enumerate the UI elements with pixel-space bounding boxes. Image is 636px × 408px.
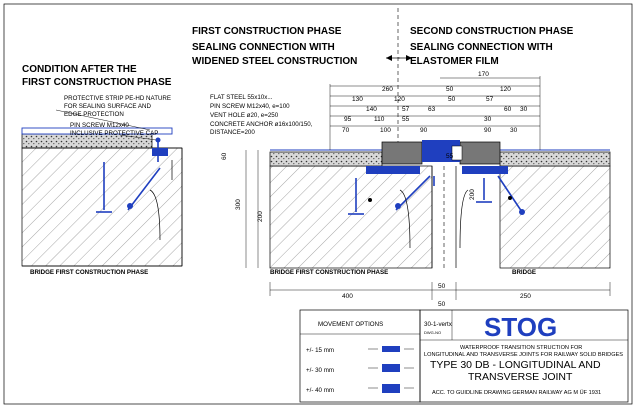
dim-top-17: 70 [342,127,350,134]
left-bridge-concrete [21,147,183,267]
gap-marker [451,145,463,161]
second-phase-arrowhead [406,55,412,61]
dim-top-15: 55 [402,116,410,123]
main-bridge-label: BRIDGE [512,269,536,276]
dim-top-18: 100 [380,127,391,134]
dim-top-3: 120 [500,86,511,93]
sealing-surface-label: FOR SEALING SURFACE AND [64,103,152,110]
dim-top-1: 260 [382,86,393,93]
main-anchor-diagonal-left [395,175,431,211]
dim-top-16: 30 [484,116,492,123]
movement-options-box: MOVEMENT OPTIONS +/- 15 mm +/- 30 mm +/-… [299,309,421,403]
drawing-code-sub: DWG-NO [424,330,441,335]
drawing-code: 30-1-vertx [424,321,453,328]
movement-option-15: +/- 15 mm [306,347,334,354]
main-left-bridge-concrete [269,165,433,269]
left-clamp-block [381,141,423,165]
dim-side-small-1: 55 [446,153,454,160]
dim-top-14: 95 [344,116,352,123]
vent-hole-label: VENT HOLE ø20, e=250 [210,112,279,119]
second-phase-title: SECOND CONSTRUCTION PHASE [410,26,574,37]
side-dimensions: 60 200 300 55 200 [221,150,476,268]
main-detail: BRIDGE FIRST CONSTRUCTION PHASE BRIDGE F… [210,94,611,276]
profile-icon-40 [382,384,400,393]
dim-side-small-0: 60 [221,152,228,160]
dim-top-21: 30 [510,127,518,134]
dim-top-20: 90 [484,127,492,134]
type-line-2: TRANSVERSE JOINT [468,371,573,383]
main-right-bridge-concrete [499,165,611,269]
sheet-frame [3,3,633,405]
dim-top-12: 30 [520,106,528,113]
pin-screw-spec-label: PIN SCREW M12x40, e=100 [210,103,290,110]
dim-top-0: 170 [478,71,489,78]
main-anchor-diagonal-right [497,175,523,213]
dim-bottom-3: 50 [438,301,446,308]
first-phase-title: FIRST CONSTRUCTION PHASE [192,26,342,37]
dim-top-5: 120 [394,96,405,103]
condition-line-1: CONDITION AFTER THE [22,64,137,75]
top-dimensions: 170 260 50 120 130 120 50 57 140 57 63 6… [329,71,541,150]
description-line-2: LONGITUDINAL AND TRANSVERSE JOINTS FOR R… [424,352,623,358]
title-block: 30-1-vertx DWG-NO STOG WATERPROOF TRANSI… [419,309,629,403]
second-phase-subtitle-2: ELASTOMER FILM [410,56,499,67]
concrete-anchor-label: CONCRETE ANCHOR ø16x100/150, [210,121,313,128]
second-phase-subtitle: SEALING CONNECTION WITH [410,42,553,53]
dim-top-9: 57 [402,106,410,113]
description-line-1: WATERPROOF TRANSITION STRUCTION FOR [460,345,582,351]
bottom-dimensions: 400 50 250 50 [269,282,611,308]
main-flat-steel-right [462,166,508,174]
main-rebar-left [399,189,411,249]
dim-top-4: 130 [352,96,363,103]
condition-line-2: FIRST CONSTRUCTION PHASE [22,77,172,88]
dim-top-2: 50 [446,86,454,93]
stog-logo: STOG [484,312,557,342]
dim-bottom-0: 400 [342,293,353,300]
first-phase-subtitle: SEALING CONNECTION WITH [192,42,335,53]
left-seal-strip [21,127,173,135]
protective-cap-label: INCLUSIVE PROTECTIVE CAP [70,130,158,137]
dim-top-7: 57 [486,96,494,103]
type-line-1: TYPE 30 DB - LONGITUDINAL AND [430,359,601,371]
flat-steel-label: FLAT STEEL 55x10x... [210,94,273,101]
edge-protection-label: EDGE PROTECTION [64,111,124,118]
distance-label: DISTANCE=200 [210,129,255,136]
first-phase-arrowhead [386,55,392,61]
dim-top-8: 140 [366,106,377,113]
movement-title: MOVEMENT OPTIONS [318,321,383,328]
left-detail: BRIDGE FIRST CONSTRUCTION PHASE PROTECTI… [21,95,183,276]
dim-bottom-2: 250 [520,293,531,300]
right-clamp-block [459,141,501,165]
dim-top-6: 50 [448,96,456,103]
pin-screw-label: PIN SCREW M12x40 [70,122,129,129]
movement-option-30: +/- 30 mm [306,367,334,374]
guideline-text: ACC. TO GUIDLINE DRAWING GERMAN RAILWAY … [432,389,601,396]
profile-icon-15 [382,346,400,352]
left-bridge-label: BRIDGE FIRST CONSTRUCTION PHASE [30,269,148,276]
main-right-asphalt [499,151,611,167]
protective-strip-label: PROTECTIVE STRIP PE-HD NATURE [64,95,171,102]
main-rebar-right [459,189,469,249]
movement-option-40: +/- 40 mm [306,387,334,394]
dim-bottom-1: 50 [438,283,446,290]
first-phase-subtitle-2: WIDENED STEEL CONSTRUCTION [192,56,357,67]
profile-icon-30 [382,364,400,372]
dim-top-10: 63 [428,106,436,113]
main-flat-steel-left [366,166,420,174]
dim-top-13: 110 [374,116,385,123]
main-left-asphalt [269,151,383,167]
dim-side-left-outer: 300 [235,199,242,210]
main-bridge-first-label: BRIDGE FIRST CONSTRUCTION PHASE [270,269,388,276]
left-anchor-2 [127,167,161,211]
dim-top-11: 60 [504,106,512,113]
dim-top-19: 90 [420,127,428,134]
elastomer-film [422,140,460,162]
dim-side-right: 200 [469,189,476,200]
dim-side-left: 200 [257,211,264,222]
left-flat-steel [152,148,168,156]
left-rebar [149,189,161,241]
